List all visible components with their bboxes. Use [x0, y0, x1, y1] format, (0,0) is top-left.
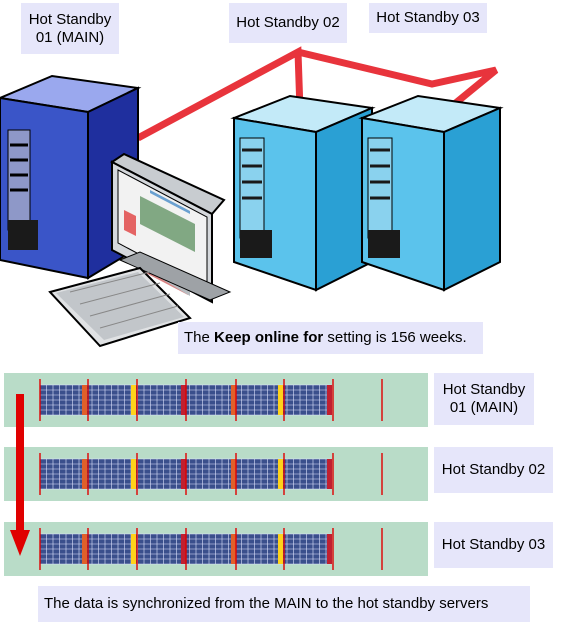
- keyboard-icon: [48, 266, 192, 348]
- standby-02-server-icon: [230, 94, 376, 292]
- footer-caption: The data is synchronized from the MAIN t…: [38, 586, 530, 622]
- keep-online-setting: Keep online for: [214, 329, 324, 346]
- segment-marker: [131, 534, 136, 564]
- segment-marker: [181, 385, 186, 415]
- segment-marker: [327, 385, 332, 415]
- monitor-icon: [110, 152, 232, 304]
- segment-marker: [231, 385, 236, 415]
- segment-marker: [82, 385, 87, 415]
- data-row-02: [4, 447, 428, 501]
- data-row-03: [4, 522, 428, 576]
- keep-online-prefix: The: [184, 329, 215, 346]
- segment-marker: [327, 534, 332, 564]
- row-label-02: Hot Standby 02: [434, 447, 553, 493]
- connection-line-02-03: [297, 48, 499, 109]
- segment-marker: [131, 385, 136, 415]
- data-rows: [4, 373, 428, 576]
- segment-marker: [231, 534, 236, 564]
- server-label-03: Hot Standby 03: [369, 3, 487, 33]
- segment-marker: [278, 459, 283, 489]
- data-row-main: [4, 373, 428, 427]
- server-label-main: Hot Standby 01 (MAIN): [21, 3, 119, 54]
- segment-marker: [82, 459, 87, 489]
- segment-marker: [231, 459, 236, 489]
- row-label-main: Hot Standby 01 (MAIN): [434, 373, 534, 425]
- sync-arrow-icon: [10, 394, 30, 556]
- segment-marker: [181, 534, 186, 564]
- row-label-03: Hot Standby 03: [434, 522, 553, 568]
- server-label-02: Hot Standby 02: [229, 3, 347, 43]
- segment-marker: [278, 534, 283, 564]
- keep-online-caption: The Keep online for setting is 156 weeks…: [178, 322, 483, 354]
- segment-marker: [82, 534, 87, 564]
- keep-online-suffix: setting is 156 weeks.: [323, 329, 467, 346]
- segment-marker: [327, 459, 332, 489]
- segment-marker: [278, 385, 283, 415]
- segment-marker: [181, 459, 186, 489]
- standby-03-server-icon: [358, 94, 504, 292]
- segment-marker: [131, 459, 136, 489]
